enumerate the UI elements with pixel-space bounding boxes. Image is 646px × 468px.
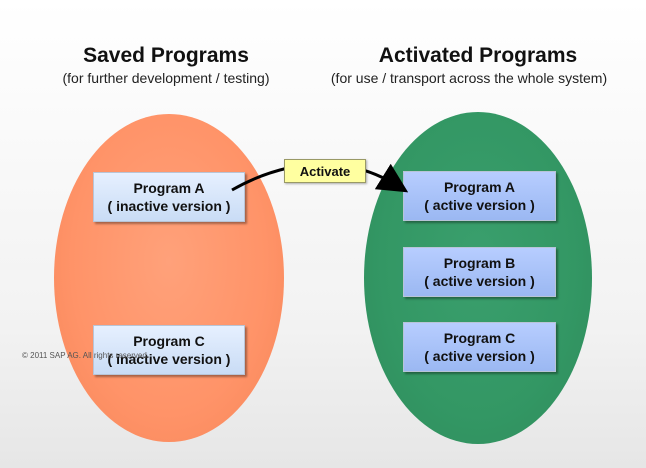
program-name: Program B [443, 255, 516, 271]
saved-programs-ellipse [54, 114, 284, 442]
program-version: ( inactive version ) [107, 351, 231, 367]
activated-program-b-box: Program B ( active version ) [403, 247, 556, 297]
program-name: Program C [443, 330, 516, 346]
program-version: ( active version ) [424, 348, 535, 364]
program-name: Program A [443, 179, 516, 195]
program-name: Program C [133, 333, 205, 349]
program-version: ( active version ) [424, 273, 535, 289]
copyright-watermark: © 2011 SAP AG. All rights reserved. [22, 351, 149, 360]
activated-programs-subtitle: (for use / transport across the whole sy… [330, 70, 608, 86]
activated-program-a-box: Program A ( active version ) [403, 171, 556, 221]
saved-programs-subtitle: (for further development / testing) [62, 70, 270, 86]
activated-programs-title: Activated Programs [378, 44, 578, 67]
program-name: Program A [133, 180, 205, 196]
saved-program-c-box: Program C ( inactive version ) [93, 325, 245, 375]
saved-programs-title: Saved Programs [83, 44, 249, 67]
activated-program-c-box: Program C ( active version ) [403, 322, 556, 372]
program-version: ( active version ) [424, 197, 535, 213]
program-version: ( inactive version ) [107, 198, 231, 214]
saved-program-a-box: Program A ( inactive version ) [93, 172, 245, 222]
activate-label: Activate [284, 159, 366, 183]
